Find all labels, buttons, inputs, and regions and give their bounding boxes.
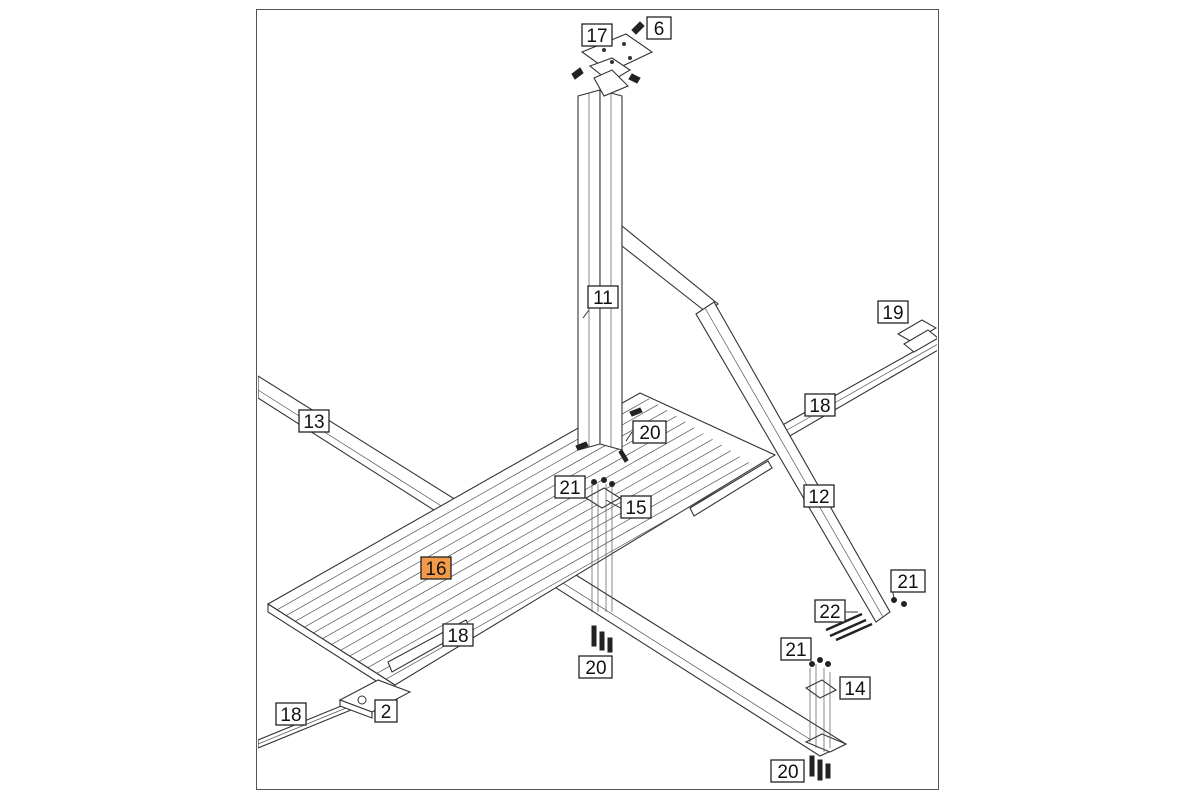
corrugation-line (367, 456, 740, 668)
callout-layer: 17 6 11 19 13 18 20 21 15 12 16 21 22 18… (275, 16, 926, 783)
callout-6: 6 (646, 16, 672, 40)
svg-text:18: 18 (447, 626, 468, 647)
svg-text:21: 21 (785, 640, 806, 661)
bolts-20-post (575, 407, 643, 463)
svg-text:18: 18 (809, 396, 830, 417)
top-plate-17 (580, 33, 654, 97)
corrugation-line (349, 444, 722, 657)
callout-2: 2 (374, 699, 398, 723)
connector-19 (896, 319, 937, 353)
svg-text:20: 20 (639, 423, 660, 444)
svg-text:2: 2 (381, 702, 392, 723)
callout-14: 14 (839, 676, 871, 700)
plate-14 (804, 657, 848, 753)
callout-12: 12 (803, 484, 835, 508)
callout-11: 11 (587, 285, 619, 309)
svg-text:15: 15 (625, 498, 646, 519)
callout-20-post: 20 (632, 420, 667, 444)
callout-13: 13 (298, 409, 330, 433)
bolts-20-center (591, 625, 613, 653)
svg-text:14: 14 (844, 679, 866, 700)
callout-15: 15 (620, 495, 652, 519)
corrugation-line (304, 415, 677, 628)
svg-text:21: 21 (559, 478, 580, 499)
screws-6 (571, 21, 645, 84)
rail-18-right (769, 337, 937, 445)
callout-18-front: 18 (442, 623, 474, 647)
callout-16: 16 (420, 556, 452, 580)
post-11 (577, 89, 623, 451)
callout-20-center: 20 (578, 655, 613, 679)
callout-22: 22 (814, 599, 846, 623)
svg-text:20: 20 (585, 658, 606, 679)
nuts-21-brace (891, 597, 907, 607)
rail-18-back (689, 460, 773, 517)
callout-21-brace: 21 (890, 569, 926, 593)
callout-18-right: 18 (804, 393, 836, 417)
foot-plate-15 (584, 477, 622, 612)
brace-12 (621, 224, 891, 623)
svg-text:19: 19 (882, 303, 903, 324)
svg-text:16: 16 (425, 559, 446, 580)
corrugation-line (322, 427, 695, 640)
callout-18-left: 18 (275, 702, 307, 726)
callout-17: 17 (581, 23, 613, 47)
callout-20-right: 20 (770, 759, 805, 783)
bracket-2 (338, 679, 412, 719)
corrugation-line (340, 438, 713, 651)
svg-text:21: 21 (897, 572, 918, 593)
corrugation-line (358, 450, 731, 663)
callout-19: 19 (877, 300, 909, 324)
bolts-20-right (809, 755, 831, 781)
svg-text:18: 18 (280, 705, 301, 726)
callout-21-right: 21 (780, 637, 812, 661)
svg-text:11: 11 (593, 288, 613, 309)
svg-text:6: 6 (654, 19, 665, 40)
svg-text:12: 12 (808, 487, 829, 508)
callout-21-plate: 21 (554, 475, 586, 499)
svg-text:13: 13 (303, 412, 324, 433)
svg-text:17: 17 (586, 26, 607, 47)
corrugation-line (331, 433, 704, 645)
svg-text:22: 22 (819, 602, 840, 623)
svg-text:20: 20 (777, 762, 798, 783)
